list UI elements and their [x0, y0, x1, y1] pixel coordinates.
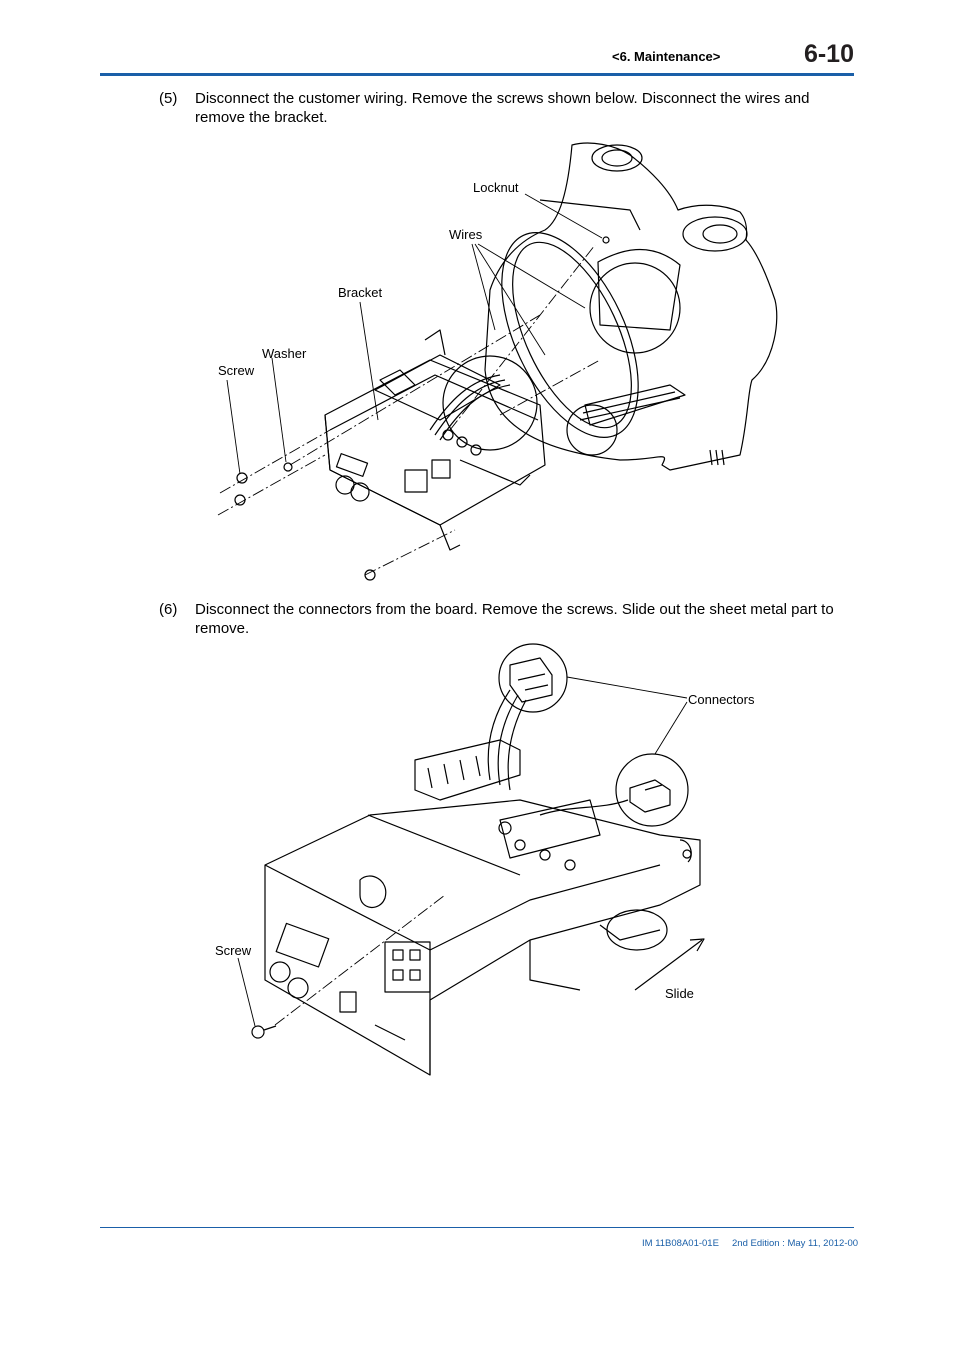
page-number: 6-10 [803, 40, 854, 68]
step-text: Disconnect the connectors from the board… [195, 601, 834, 637]
step-number: (6) [159, 601, 178, 618]
label-washer: Washer [262, 346, 307, 361]
label-connectors: Connectors [688, 692, 755, 707]
edition-info: 2nd Edition : May 11, 2012-00 [732, 1238, 859, 1249]
figure-bracket-removal: Locknut Wires Bracket Washer Screw [217, 142, 778, 581]
step-number: (5) [159, 90, 178, 107]
document-id: IM 11B08A01-01E [642, 1238, 719, 1249]
label-wires: Wires [449, 227, 483, 242]
section-title: <6. Maintenance> [612, 49, 721, 64]
label-screw: Screw [218, 363, 255, 378]
header-divider [100, 73, 854, 76]
step-text: Disconnect the customer wiring. Remove t… [195, 90, 810, 126]
step-5: (5) Disconnect the customer wiring. Remo… [159, 89, 849, 127]
footer-divider [100, 1227, 854, 1228]
label-screw: Screw [215, 943, 252, 958]
label-bracket: Bracket [338, 285, 382, 300]
figure-sheet-metal-removal: Connectors Screw Slide [215, 643, 755, 1076]
label-locknut: Locknut [473, 180, 519, 195]
label-slide: Slide [665, 986, 694, 1001]
step-6: (6) Disconnect the connectors from the b… [159, 600, 849, 638]
